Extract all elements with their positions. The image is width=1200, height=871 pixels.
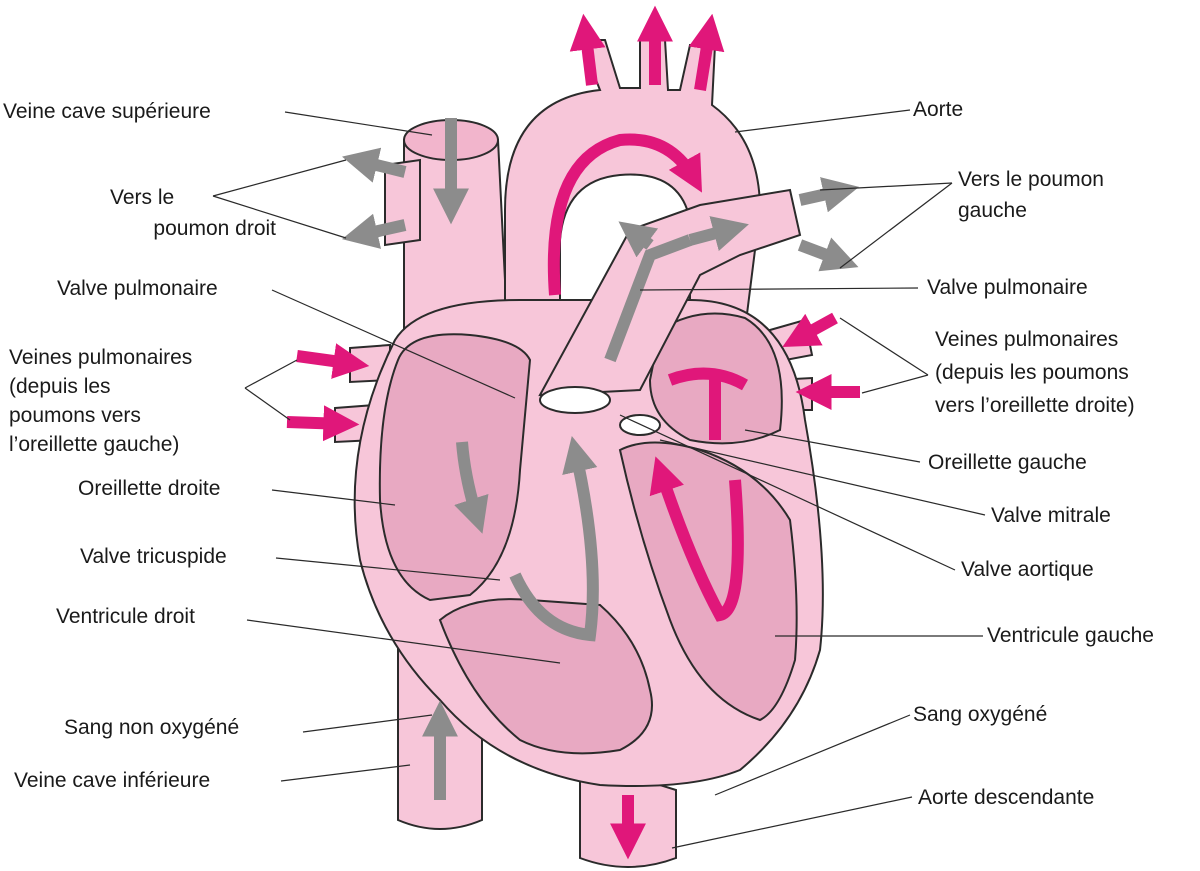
label-pulmonary-veins-right-line-1: Veines pulmonaires <box>935 328 1119 351</box>
right-atrium <box>378 333 532 602</box>
label-to-right-lung-line-1: Vers le <box>110 186 175 209</box>
deoxygenated-flow <box>341 118 860 800</box>
label-pulmonary-valve-left: Valve pulmonaire <box>57 277 218 300</box>
label-right-atrium: Oreillette droite <box>78 477 221 500</box>
label-pulmonary-veins-right: Veines pulmonaires (depuis les poumons v… <box>935 323 1135 422</box>
label-right-ventricle: Ventricule droit <box>56 605 195 628</box>
label-descending-aorta: Aorte descendante <box>918 786 1095 809</box>
label-pulmonary-veins-right-line-2: (depuis les poumons <box>935 361 1129 384</box>
label-pulmonary-veins-left: Veines pulmonaires (depuis les poumons v… <box>9 343 192 459</box>
label-pulmonary-valve-right: Valve pulmonaire <box>927 276 1088 299</box>
label-deoxygenated-blood: Sang non oxygéné <box>64 716 240 739</box>
label-inferior-vena-cava: Veine cave inférieure <box>14 769 211 792</box>
label-mitral-valve: Valve mitrale <box>991 504 1111 527</box>
label-to-right-lung-line-2: poumon droit <box>153 217 276 240</box>
label-to-right-lung: Vers le poumon droit <box>110 182 276 244</box>
label-aorta: Aorte <box>913 98 964 121</box>
label-pulmonary-veins-left-line-3: poumons vers <box>9 404 141 427</box>
label-left-ventricle: Ventricule gauche <box>987 624 1154 647</box>
label-pulmonary-veins-left-line-1: Veines pulmonaires <box>9 346 193 369</box>
label-oxygenated-blood: Sang oxygéné <box>913 703 1048 726</box>
label-to-left-lung: Vers le poumon gauche <box>958 164 1104 226</box>
label-superior-vena-cava: Veine cave supérieure <box>3 100 211 123</box>
label-tricuspid-valve: Valve tricuspide <box>80 545 227 568</box>
label-aortic-valve: Valve aortique <box>961 558 1094 581</box>
label-left-atrium: Oreillette gauche <box>928 451 1087 474</box>
label-to-left-lung-line-1: Vers le poumon <box>958 168 1104 191</box>
label-pulmonary-veins-left-line-2: (depuis les <box>9 375 111 398</box>
oxygenated-flow <box>286 5 860 860</box>
label-pulmonary-veins-left-line-4: l’oreillette gauche) <box>9 433 180 456</box>
label-pulmonary-veins-right-line-3: vers l’oreillette droite) <box>935 394 1135 417</box>
aortic-valve-ring <box>539 386 611 414</box>
aortic-arch <box>504 39 762 381</box>
leader-lines <box>212 109 986 849</box>
label-to-left-lung-line-2: gauche <box>958 199 1027 222</box>
